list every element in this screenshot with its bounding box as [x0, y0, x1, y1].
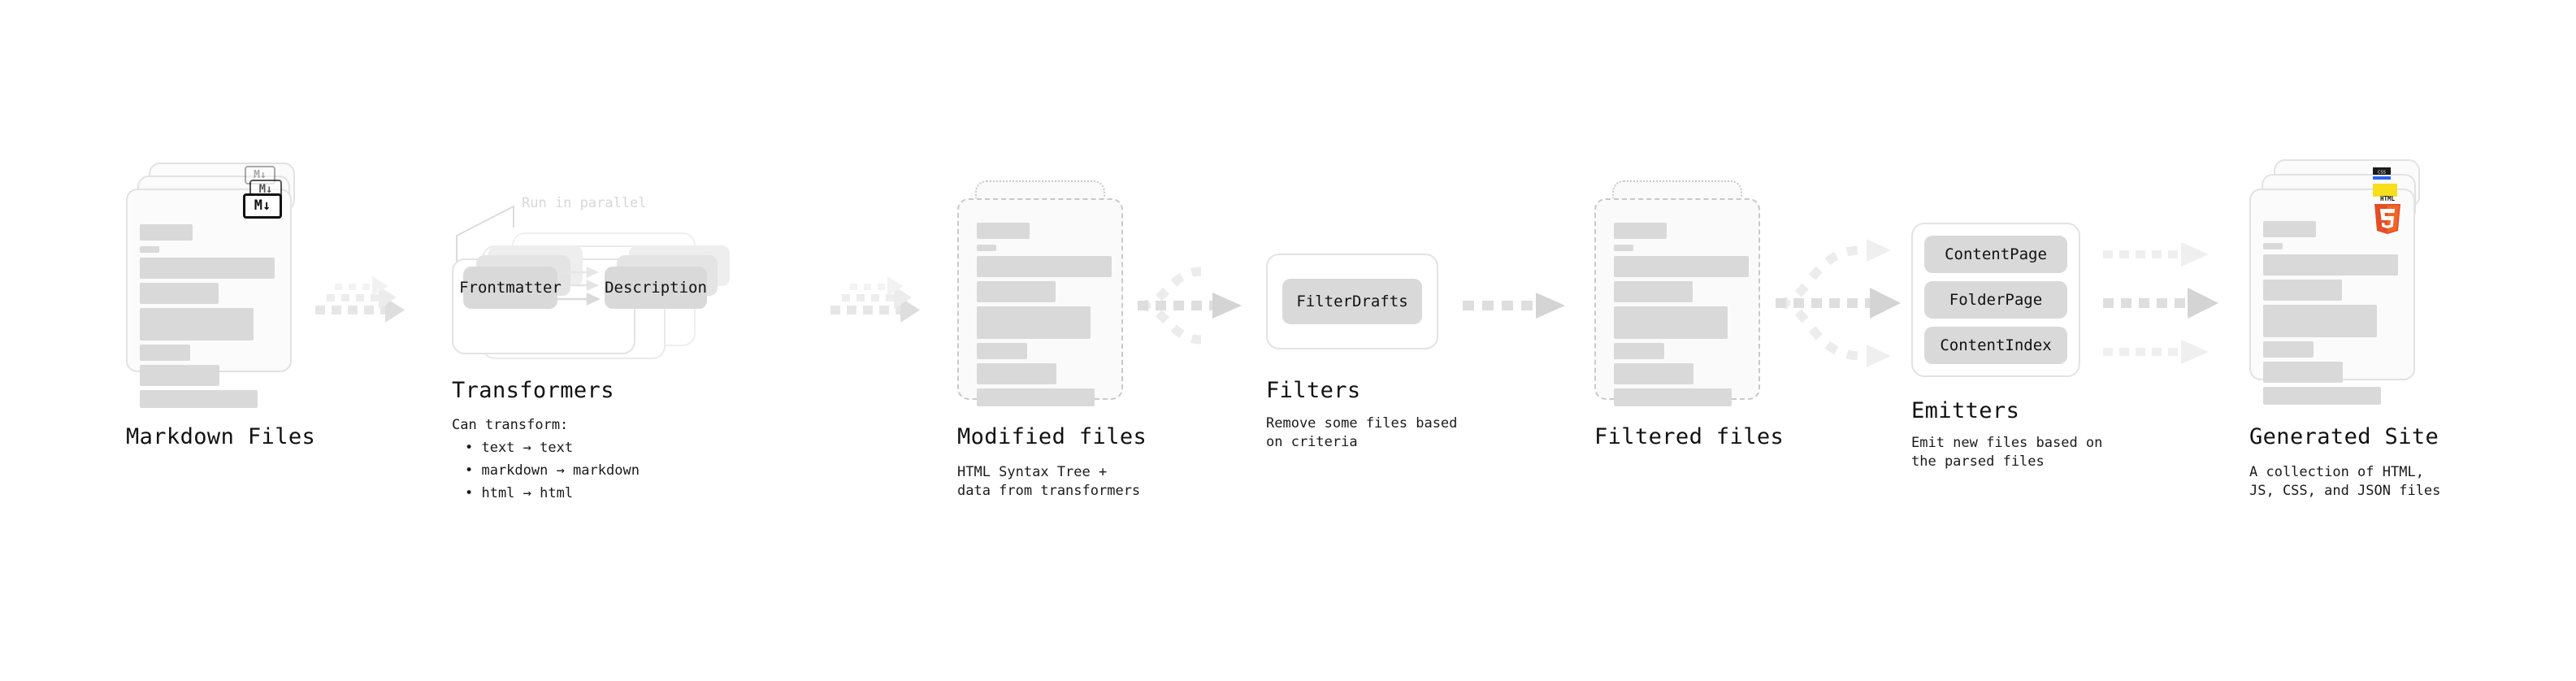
- skeleton-bar: [140, 246, 159, 253]
- generated-site-title: Generated Site: [2249, 424, 2439, 449]
- chip-contentindex[interactable]: ContentIndex: [1924, 327, 2067, 364]
- skeleton-bar: [140, 283, 219, 304]
- modified-files-title: Modified files: [957, 424, 1147, 449]
- skeleton-bar: [2263, 254, 2398, 275]
- transformers-title: Transformers: [452, 378, 614, 403]
- generated-site-subtitle: A collection of HTML, JS, CSS, and JSON …: [2249, 464, 2441, 499]
- skeleton-bar: [140, 308, 254, 340]
- markdown-files-title: Markdown Files: [126, 424, 316, 449]
- arrow-filters-to-filtered: [1463, 293, 1565, 319]
- skeleton-bar: [977, 223, 1030, 239]
- arrow-transformers-to-modified: [830, 276, 920, 323]
- arrow-filtered-to-emitters: [1776, 239, 1901, 367]
- skeleton-bar: [977, 363, 1056, 384]
- skeleton-bar: [1614, 343, 1664, 359]
- skeleton-bar: [1614, 363, 1693, 384]
- skeleton-bar: [2263, 362, 2343, 383]
- chip-contentpage[interactable]: ContentPage: [1924, 236, 2067, 273]
- skeleton-bar: [2263, 280, 2342, 301]
- skeleton-bar: [140, 258, 275, 279]
- emitters-title: Emitters: [1911, 398, 2020, 423]
- skeleton-bar: [2263, 387, 2381, 405]
- run-in-parallel-label: Run in parallel: [522, 195, 647, 211]
- skeleton-bar: [1614, 256, 1749, 277]
- transformers-bullet-3: • html → html: [465, 485, 574, 501]
- skeleton-bar: [2263, 221, 2316, 237]
- chip-filterdrafts[interactable]: FilterDrafts: [1282, 279, 1422, 324]
- skeleton-bar: [140, 345, 190, 361]
- skeleton-bar: [977, 306, 1091, 339]
- transformers-subtitle: Can transform:: [452, 417, 569, 433]
- chip-description[interactable]: Description: [605, 267, 707, 309]
- arrow-modified-to-filters: [1138, 267, 1242, 345]
- skeleton-bar: [1614, 245, 1633, 251]
- skeleton-bar: [140, 390, 258, 408]
- skeleton-bar: [1614, 306, 1728, 339]
- filtered-files-title: Filtered files: [1594, 424, 1785, 449]
- arrow-emitters-to-site: [2103, 242, 2218, 364]
- transformers-bullet-2: • markdown → markdown: [465, 462, 640, 479]
- skeleton-bar: [977, 281, 1056, 302]
- chip-frontmatter[interactable]: Frontmatter: [459, 267, 562, 309]
- skeleton-bar: [1614, 388, 1732, 406]
- skeleton-bar: [140, 365, 219, 386]
- skeleton-bar: [2263, 305, 2377, 337]
- emitters-subtitle: Emit new files based on the parsed files: [1911, 435, 2103, 470]
- skeleton-bar: [977, 256, 1112, 277]
- skeleton-bar: [977, 245, 996, 251]
- skeleton-bar: [2263, 341, 2314, 358]
- markdown-icon: M↓: [243, 193, 282, 219]
- skeleton-bar: [977, 388, 1095, 406]
- skeleton-bar: [2263, 243, 2283, 249]
- filters-subtitle: Remove some files based on criteria: [1266, 415, 1458, 450]
- transformers-bullet-1: • text → text: [465, 440, 574, 456]
- skeleton-bar: [140, 224, 193, 241]
- skeleton-bar: [1614, 281, 1693, 302]
- filters-title: Filters: [1266, 378, 1361, 403]
- skeleton-bar: [977, 343, 1027, 359]
- modified-files-subtitle: HTML Syntax Tree + data from transformer…: [957, 464, 1141, 499]
- skeleton-bar: [1614, 223, 1667, 239]
- arrow-markdown-to-transformers: [315, 276, 405, 323]
- js-icon: [2373, 184, 2397, 197]
- chip-folderpage[interactable]: FolderPage: [1924, 281, 2067, 319]
